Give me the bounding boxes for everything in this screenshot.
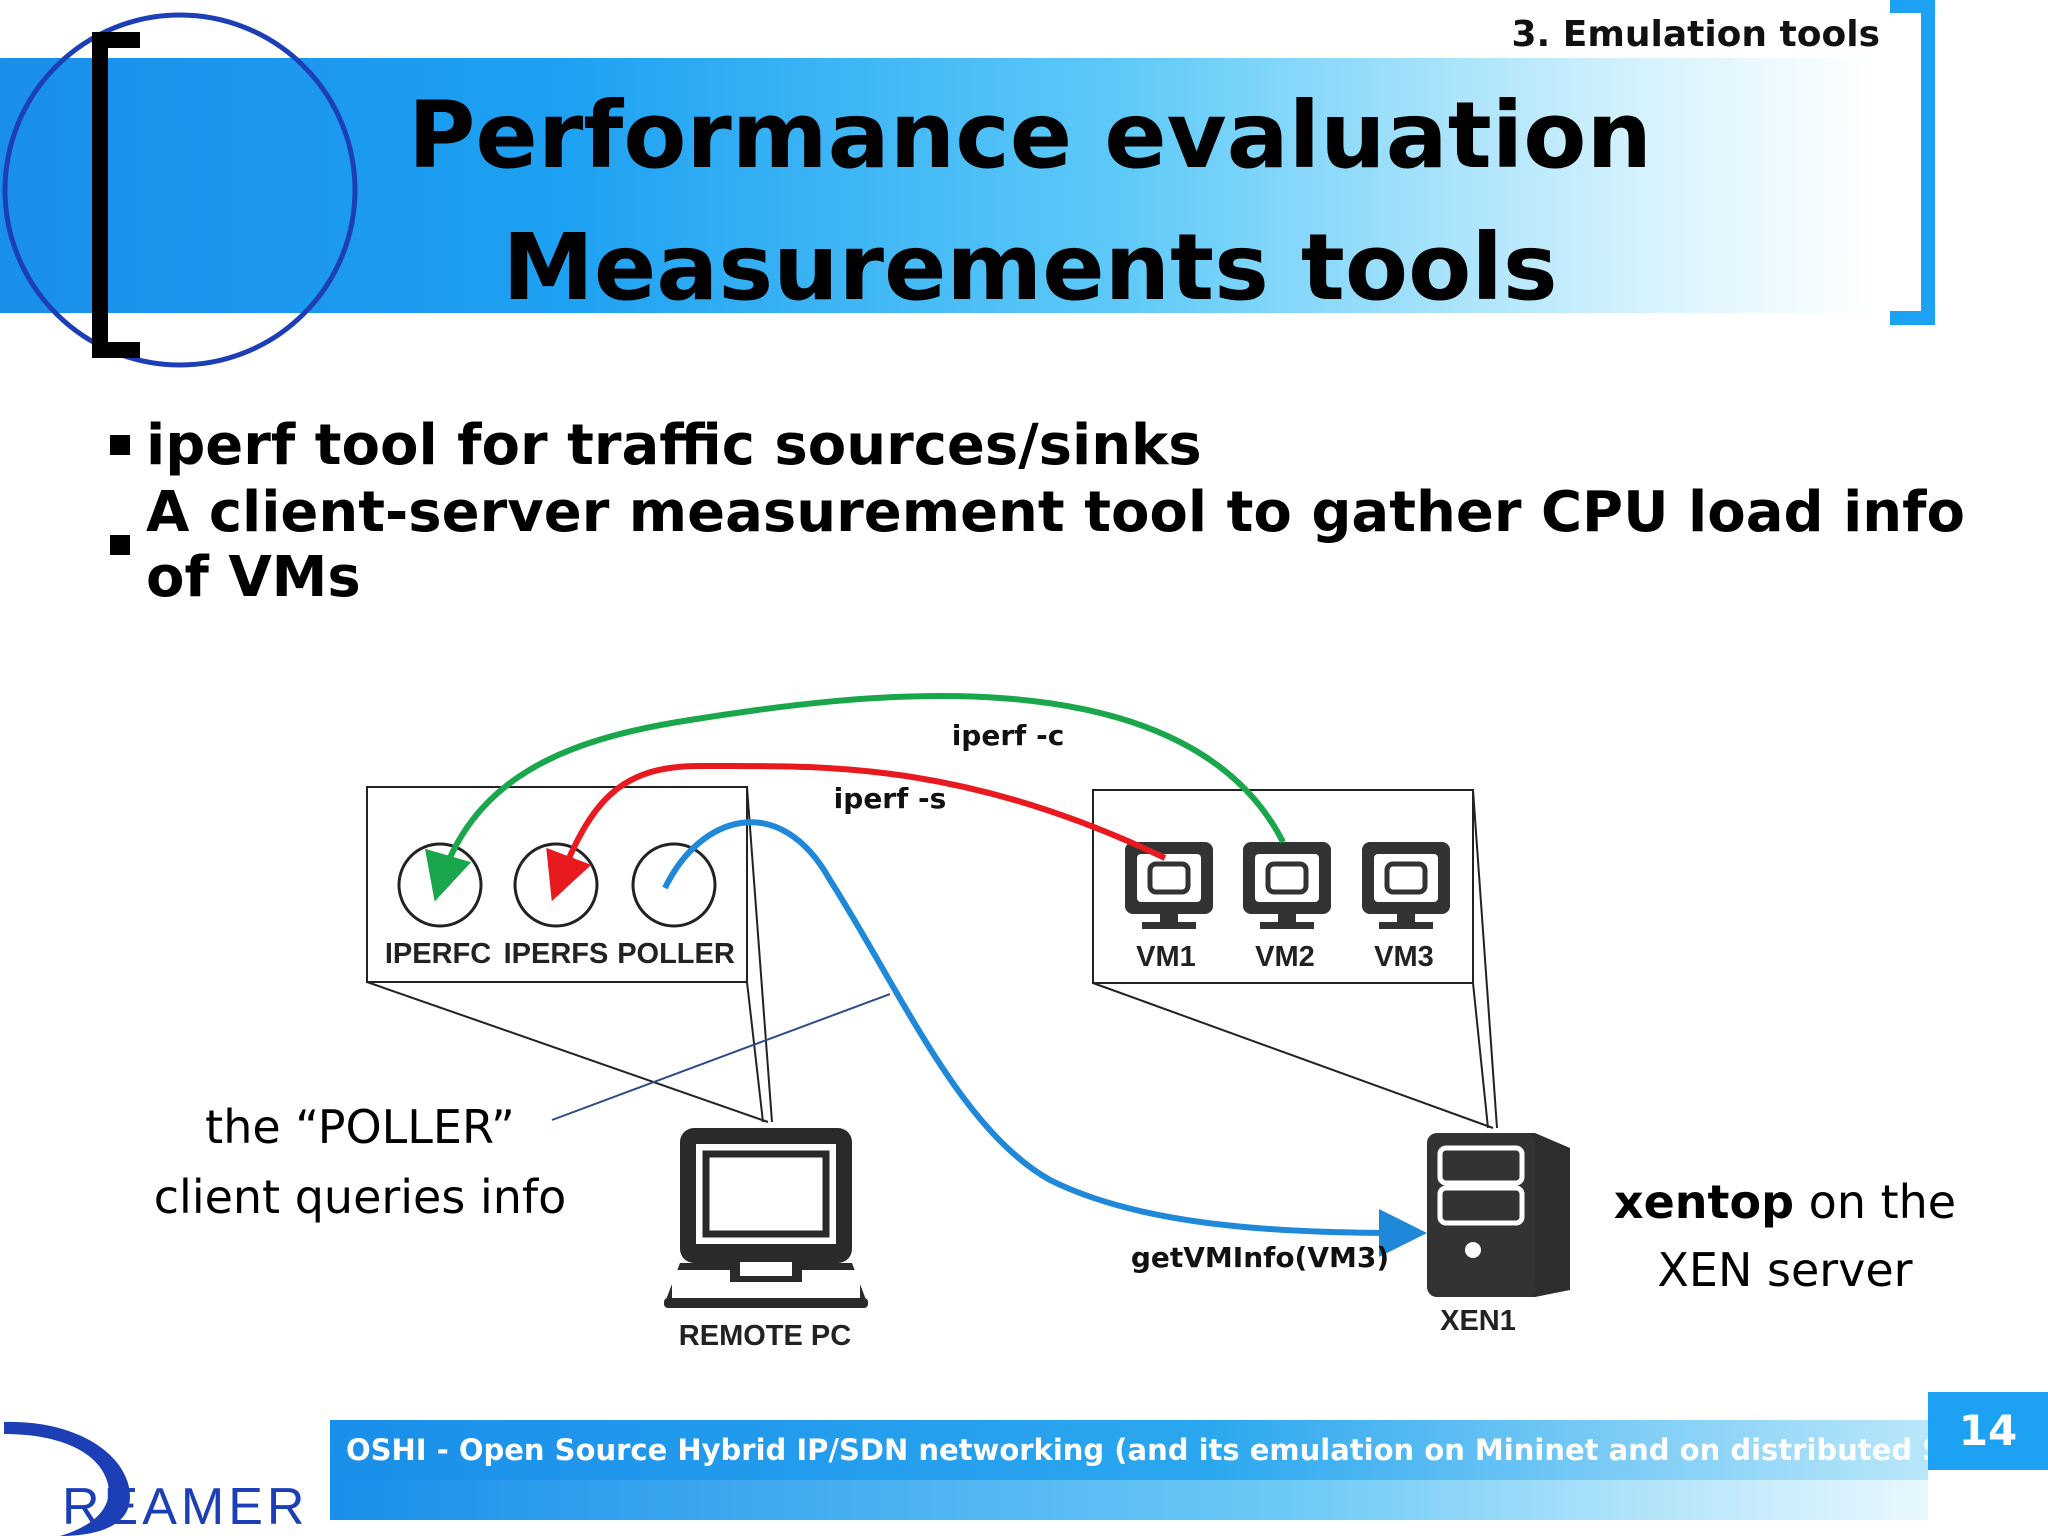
xen-note-line-2: XEN server (1657, 1243, 1913, 1297)
logo-text: REAMER (62, 1478, 308, 1536)
getvminfo-arrow (662, 819, 1427, 1257)
iperf-s-arrow (546, 762, 1167, 902)
page-title: Performance evaluation Measurements tool… (300, 70, 1760, 334)
iperf-c-label: iperf -c (952, 719, 1065, 752)
poller-label: POLLER (617, 938, 735, 970)
right-bracket (1890, 0, 1935, 325)
bullet-item: A client-server measurement tool to gath… (110, 480, 2010, 610)
network-diagram: IPERFC IPERFS POLLER VM (366, 693, 1570, 1352)
bullet-text: iperf tool for traffic sources/sinks (146, 412, 1202, 478)
remote-pc-label: REMOTE PC (679, 1320, 851, 1352)
logo-swoosh-icon (4, 1421, 130, 1536)
poller-note-line-1: the “POLLER” (205, 1100, 515, 1154)
iperfc-label: IPERFC (385, 938, 491, 970)
vm2-monitor-icon (1243, 842, 1331, 929)
server-tower-icon (1427, 1133, 1570, 1297)
vm2-label: VM2 (1255, 941, 1315, 973)
xen-note-line-1: xentop on the (1600, 1168, 1970, 1236)
vm3-monitor-icon (1362, 842, 1450, 929)
getvminfo-label: getVMInfo(VM3) (1131, 1241, 1389, 1274)
bullet-square-icon (110, 435, 130, 455)
poller-node-icon (631, 842, 717, 928)
footer-bar: OSHI - Open Source Hybrid IP/SDN network… (330, 1420, 1928, 1480)
footer-bar-lower (330, 1480, 1928, 1520)
title-band (0, 58, 1880, 313)
title-line-1: Performance evaluation (408, 82, 1652, 189)
bullet-item: iperf tool for traffic sources/sinks (110, 395, 2010, 495)
header-decoration (2, 0, 1935, 368)
callout-pointer-line (551, 993, 891, 1121)
page-number: 14 (1928, 1392, 2048, 1470)
poller-note-line-2: client queries info (153, 1170, 567, 1224)
dreamer-logo: REAMER (4, 1421, 308, 1536)
bullet-list: iperf tool for traffic sources/sinks A c… (110, 395, 2010, 610)
vm1-label: VM1 (1136, 941, 1196, 973)
title-line-2: Measurements tools (502, 214, 1558, 321)
bullet-square-icon (110, 535, 130, 555)
header-circle (2, 12, 358, 368)
iperf-s-label: iperf -s (834, 782, 947, 815)
bullet-text: A client-server measurement tool to gath… (146, 480, 1965, 610)
xen-note-bold: xentop (1613, 1175, 1795, 1229)
poller-note: the “POLLER” client queries info (140, 1092, 580, 1232)
vm3-label: VM3 (1374, 941, 1434, 973)
iperfs-label: IPERFS (504, 938, 609, 970)
section-label: 3. Emulation tools (1511, 14, 1880, 55)
xen-note-rest: on the (1794, 1175, 1957, 1229)
left-bracket (92, 32, 140, 358)
vm1-monitor-icon (1125, 842, 1213, 929)
iperf-c-arrow (425, 693, 1286, 902)
xen1-label: XEN1 (1440, 1305, 1516, 1337)
xen-note: xentop on the XEN server (1600, 1168, 1970, 1304)
laptop-icon (664, 1128, 868, 1308)
xen-zoom-box: VM1 VM2 VM3 (1092, 789, 1498, 1129)
